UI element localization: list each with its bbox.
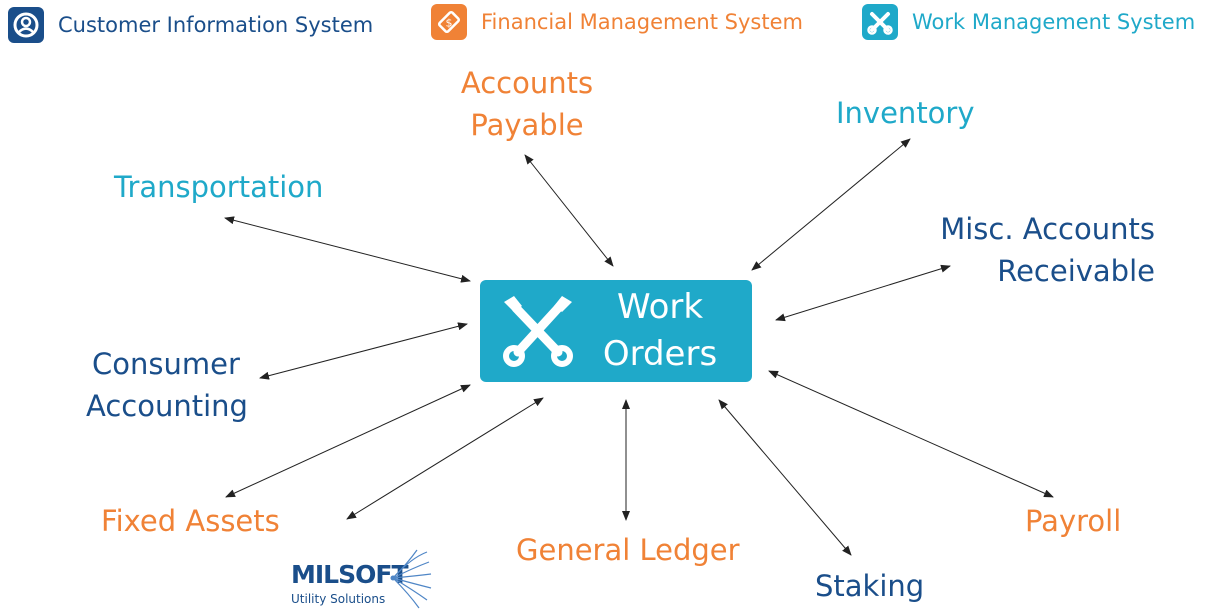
node-misc-receivable: Misc. Accounts Receivable [930, 208, 1155, 292]
legend-fms: $ Financial Management System [431, 4, 803, 40]
wrench-screwdriver-icon [862, 4, 898, 40]
user-icon [8, 7, 44, 43]
legend-label-cis: Customer Information System [58, 13, 374, 37]
milsoft-logo: MILSOFT Utility Solutions [285, 548, 435, 612]
node-consumer-accounting-line2: Accounting [86, 389, 248, 423]
node-consumer-accounting: Consumer Accounting [86, 343, 248, 427]
node-general-ledger: General Ledger [516, 529, 740, 571]
work-orders-label: Work Orders [600, 284, 720, 378]
link-consumer-accounting [259, 322, 468, 380]
svg-text:$: $ [446, 17, 453, 30]
logo-tagline: Utility Solutions [291, 592, 386, 606]
link-payroll [768, 370, 1054, 498]
node-accounts-payable-line2: Payable [470, 108, 584, 142]
node-accounts-payable: Accounts Payable [457, 62, 597, 146]
node-accounts-payable-line1: Accounts [460, 66, 594, 100]
node-staking: Staking [815, 565, 924, 607]
work-orders-line1: Work [616, 287, 704, 327]
node-fixed-assets: Fixed Assets [101, 500, 280, 542]
wrench-screwdriver-icon [503, 296, 573, 367]
node-payroll-line1: Payroll [1025, 504, 1122, 538]
node-transportation-line1: Transportation [114, 170, 324, 204]
link-fixed-assets [225, 384, 471, 498]
node-misc-receivable-line1: Misc. Accounts [940, 212, 1155, 246]
link-milsoft [346, 397, 544, 520]
node-payroll: Payroll [1025, 500, 1121, 542]
legend-label-wms: Work Management System [912, 10, 1196, 34]
work-orders-line2: Orders [602, 334, 718, 374]
work-orders-box: Work Orders [480, 280, 752, 382]
legend-cis: Customer Information System [8, 7, 373, 43]
legend-wms: Work Management System [862, 4, 1195, 40]
link-misc-receivable [775, 264, 951, 322]
node-inventory: Inventory [836, 92, 975, 134]
node-consumer-accounting-line1: Consumer [92, 347, 240, 381]
node-transportation: Transportation [114, 166, 323, 208]
flare-icon [390, 549, 432, 609]
logo-name: MILSOFT [291, 560, 408, 589]
link-accounts-payable [524, 154, 614, 267]
node-misc-receivable-line2: Receivable [997, 254, 1155, 288]
node-fixed-assets-line1: Fixed Assets [101, 504, 280, 538]
link-transportation [224, 216, 471, 283]
link-inventory [751, 138, 911, 271]
node-inventory-line1: Inventory [836, 96, 975, 130]
legend-label-fms: Financial Management System [481, 10, 803, 34]
node-general-ledger-line1: General Ledger [516, 533, 740, 567]
node-staking-line1: Staking [815, 569, 925, 603]
money-icon: $ [431, 4, 467, 40]
